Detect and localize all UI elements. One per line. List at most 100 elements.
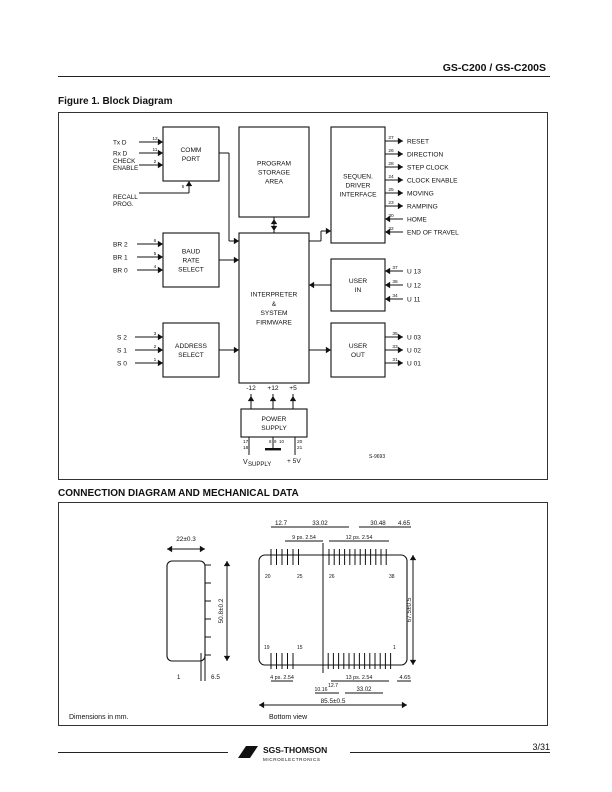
side-pin-dim: 6.5 bbox=[211, 674, 220, 681]
sequen-output-label: DIRECTION bbox=[407, 152, 444, 159]
pin-number: 3 bbox=[154, 331, 157, 337]
dim-arrow bbox=[223, 561, 231, 567]
bottom-dim: 12.7 bbox=[328, 683, 338, 689]
sequen-output-label: HOME bbox=[407, 217, 427, 224]
sequen-output-arrow bbox=[397, 176, 403, 184]
user-in-arrow bbox=[385, 281, 391, 289]
user-in-label: U 12 bbox=[407, 283, 421, 290]
dim-arrow bbox=[199, 545, 205, 553]
pin-number: 23 bbox=[388, 200, 394, 206]
pin-number: 36 bbox=[392, 279, 398, 285]
bus-arrow bbox=[233, 346, 239, 354]
pin-label: 15 bbox=[297, 645, 303, 651]
vsupply-label: SUPPLY bbox=[248, 462, 271, 468]
pin-number: 2 bbox=[154, 159, 157, 165]
pin-number: 8 bbox=[269, 439, 272, 444]
vsupply-label: V bbox=[243, 459, 248, 466]
sequen-output-arrow bbox=[397, 163, 403, 171]
interpreter-block-text: FIRMWARE bbox=[256, 319, 292, 326]
baud-input-arrow bbox=[157, 240, 163, 248]
pin-label: 19 bbox=[264, 645, 270, 651]
pin-number: 17 bbox=[243, 439, 249, 445]
overall-width-dim: 85.5±0.5 bbox=[321, 698, 346, 705]
bottom-dim: 13 ps. 2.54 bbox=[346, 675, 373, 681]
user-out-label: U 03 bbox=[407, 335, 421, 342]
sequen-output-arrow bbox=[397, 189, 403, 197]
interpreter-block-text: INTERPRETER bbox=[251, 292, 298, 299]
address-select-block-text: SELECT bbox=[178, 352, 204, 359]
dim-arrow bbox=[409, 555, 417, 561]
address-input-label: S 2 bbox=[117, 335, 127, 342]
pin-label: 25 bbox=[297, 574, 303, 580]
pin-number: 21 bbox=[297, 445, 303, 451]
pin-number: 30 bbox=[388, 213, 394, 219]
block-diagram: COMMPORTPROGRAMSTORAGEAREASEQUEN.DRIVERI… bbox=[113, 126, 459, 468]
pin-number: 11 bbox=[153, 147, 158, 153]
note-dimensions: Dimensions in mm. bbox=[69, 714, 129, 721]
pin-label: 20 bbox=[265, 574, 271, 580]
address-input-arrow bbox=[157, 346, 163, 354]
user-in-label: U 13 bbox=[407, 269, 421, 276]
sequen-driver-block-text: DRIVER bbox=[346, 183, 371, 190]
user-in-block-text: USER bbox=[349, 278, 368, 285]
pin-number: 10 bbox=[279, 439, 284, 444]
st-logo-mark bbox=[238, 746, 258, 758]
pin-label: 26 bbox=[329, 574, 335, 580]
sequen-output-arrow bbox=[397, 137, 403, 145]
sequen-driver-block-text: INTERFACE bbox=[339, 192, 377, 199]
address-input-arrow bbox=[157, 333, 163, 341]
brand-sub: MICROELECTRONICS bbox=[263, 757, 321, 762]
pin-number: 12 bbox=[152, 136, 158, 142]
pin-label: 38 bbox=[389, 574, 395, 580]
pin-number: 26 bbox=[388, 148, 394, 154]
sequen-output-arrow bbox=[397, 202, 403, 210]
sequen-output-label: MOVING bbox=[407, 191, 434, 198]
baud-input-label: BR 2 bbox=[113, 242, 128, 249]
sequen-driver-block bbox=[330, 126, 386, 244]
power-supply-block-text: POWER bbox=[262, 416, 287, 423]
pin-number: 27 bbox=[388, 135, 394, 141]
pin-number: 9 bbox=[274, 439, 277, 444]
pin-number: 20 bbox=[297, 439, 303, 445]
interpreter-block-text: & bbox=[272, 301, 277, 308]
bus-arrow bbox=[233, 237, 239, 245]
interpreter-block bbox=[238, 232, 310, 384]
bottom-view-body bbox=[258, 554, 408, 666]
footer-rule-left bbox=[58, 752, 228, 753]
side-height-dim: 50.8±0.2 bbox=[218, 598, 225, 623]
sequen-output-label: END OF TRAVEL bbox=[407, 230, 459, 237]
recall-arrow bbox=[185, 181, 193, 187]
pin-number: 25 bbox=[388, 187, 394, 193]
user-out-label: U 01 bbox=[407, 361, 421, 368]
st-logo: SGS-THOMSON MICROELECTRONICS bbox=[238, 745, 327, 762]
overall-height-dim: 67.5±0.5 bbox=[406, 597, 413, 622]
comm-port-block bbox=[162, 126, 220, 182]
pin-number: 35 bbox=[392, 331, 398, 337]
baud-rate-block-text: RATE bbox=[182, 258, 200, 265]
top-dim: 4.65 bbox=[398, 520, 411, 527]
user-out-label: U 02 bbox=[407, 348, 421, 355]
rail-arrow bbox=[247, 396, 255, 402]
baud-input-arrow bbox=[157, 266, 163, 274]
header-rule bbox=[58, 76, 550, 77]
user-out-block-text: USER bbox=[349, 343, 368, 350]
pin-number: 5 bbox=[154, 251, 157, 257]
dim-arrow bbox=[401, 701, 407, 709]
side-width-dim: 22±0.3 bbox=[176, 536, 196, 543]
rail-label: -12 bbox=[246, 385, 256, 392]
pin-number: 24 bbox=[388, 174, 394, 180]
user-out-arrow bbox=[397, 359, 403, 367]
baud-rate-block-text: BAUD bbox=[182, 248, 201, 255]
sequen-output-arrow bbox=[397, 150, 403, 158]
address-input-label: S 1 bbox=[117, 348, 127, 355]
power-supply-block-text: SUPPLY bbox=[261, 425, 287, 432]
note-bottom-view: Bottom view bbox=[269, 714, 308, 721]
drawing-ref: S-9693 bbox=[369, 454, 385, 460]
user-out-block bbox=[330, 322, 386, 378]
rail-arrow bbox=[269, 396, 277, 402]
comm-input-arrow bbox=[157, 161, 163, 169]
bus-arrow bbox=[270, 225, 278, 231]
side-pin-label: 1 bbox=[177, 675, 181, 681]
